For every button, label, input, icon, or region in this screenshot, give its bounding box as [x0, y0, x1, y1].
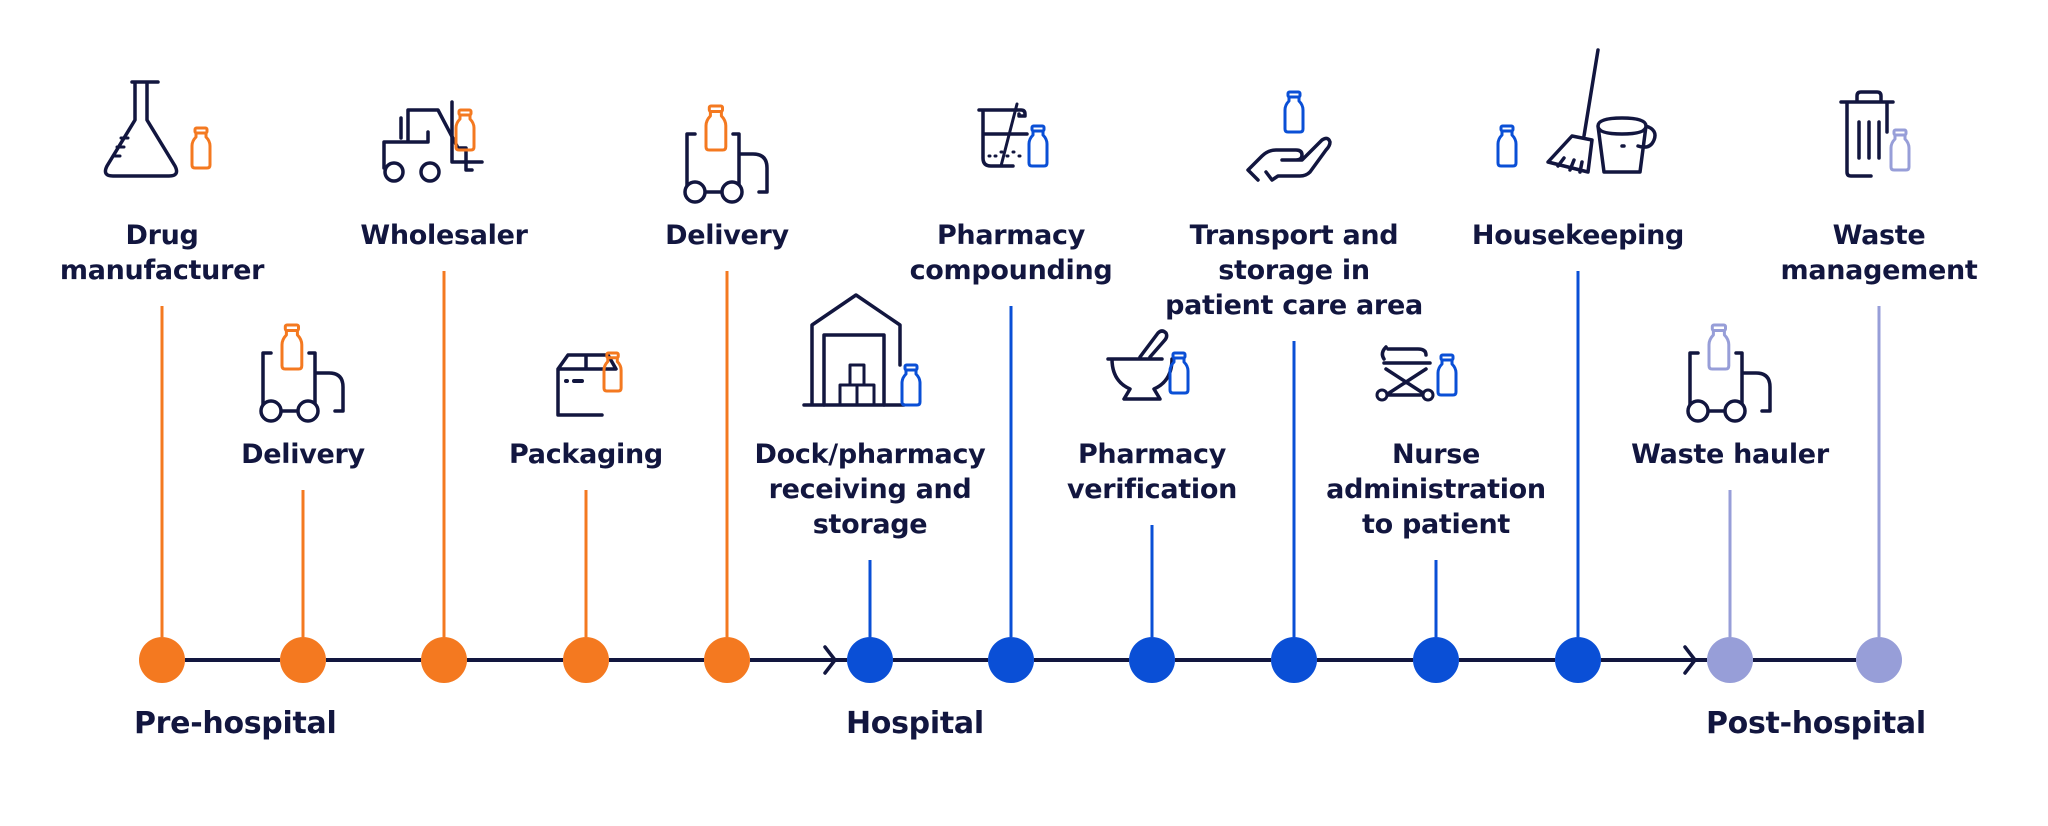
step-label: Housekeeping [1471, 220, 1685, 251]
step-label: Pharmacy compounding [909, 220, 1113, 286]
step-label: Dock/pharmacy receiving and storage [754, 439, 986, 540]
step-label: Packaging [509, 439, 663, 470]
box-icon [556, 351, 623, 417]
step-dot [563, 637, 609, 683]
truck-icon [683, 104, 769, 204]
truck-icon [1686, 323, 1772, 423]
step-dot [988, 637, 1034, 683]
truck-icon [259, 323, 345, 423]
step-dot [1413, 637, 1459, 683]
phase-label-post-hospital: Post-hospital [1706, 706, 1926, 741]
beaker-icon [977, 102, 1049, 168]
step-label: Pharmacy verification [1066, 439, 1238, 505]
hand-icon [1246, 90, 1332, 182]
trash-icon [1839, 90, 1911, 178]
stretcher-icon [1375, 345, 1458, 402]
step-dot [1555, 637, 1601, 683]
step-label: Transport and storage in patient care ar… [1165, 220, 1423, 321]
arrow-icon [823, 645, 837, 675]
step-dot [1129, 637, 1175, 683]
step-label: Waste hauler [1631, 439, 1829, 470]
step-dot [280, 637, 326, 683]
step-label: Delivery [241, 439, 365, 470]
step-label: Waste management [1780, 220, 1978, 286]
step-dot [704, 637, 750, 683]
broom-bucket-icon [1496, 48, 1657, 174]
step-label: Drug manufacturer [59, 220, 265, 286]
step-label: Nurse administration to patient [1326, 439, 1546, 540]
step-dot [1856, 637, 1902, 683]
step-dot [1707, 637, 1753, 683]
flask-icon [103, 80, 212, 178]
step-dot [139, 637, 185, 683]
forklift-icon [382, 100, 484, 183]
step-dot [421, 637, 467, 683]
step-label: Delivery [665, 220, 789, 251]
phase-label-hospital: Hospital [846, 706, 984, 741]
step-label: Wholesaler [360, 220, 528, 251]
warehouse-icon [802, 293, 922, 407]
step-dot [1271, 637, 1317, 683]
step-dot [847, 637, 893, 683]
arrow-icon [1683, 645, 1697, 675]
mortar-pestle-icon [1106, 329, 1190, 401]
phase-label-pre-hospital: Pre-hospital [134, 706, 337, 741]
